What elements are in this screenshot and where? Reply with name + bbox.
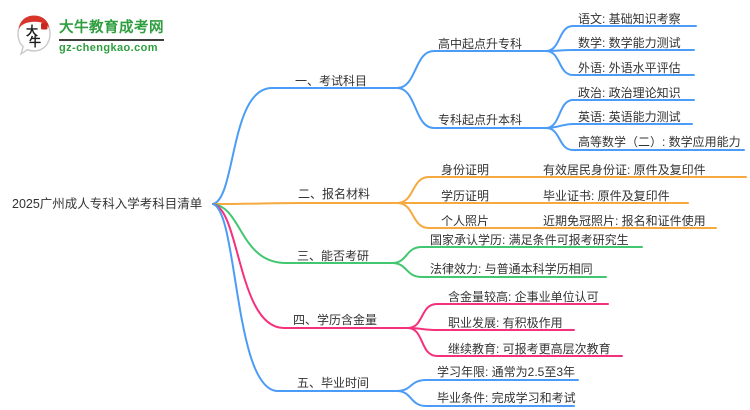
leaf-math[interactable]: 数学: 数学能力测试 (578, 36, 681, 50)
leaf-high-value[interactable]: 含金量较高: 企事业单位认可 (448, 290, 599, 304)
leaf-state-recognized[interactable]: 国家承认学历: 满足条件可报考研究生 (430, 233, 629, 247)
subtopic-education-proof[interactable]: 学历证明 (441, 189, 490, 203)
subtopic-identity-proof[interactable]: 身份证明 (441, 163, 490, 177)
leaf-career-development[interactable]: 职业发展: 有积极作用 (448, 316, 563, 330)
subtopic-highschool-to-college[interactable]: 高中起点升专科 (438, 37, 523, 51)
leaf-chinese[interactable]: 语文: 基础知识考察 (578, 12, 681, 26)
logo-bull-icon: 大 牛 (17, 15, 51, 56)
subtopic-personal-photo[interactable]: 个人照片 (441, 214, 490, 228)
leaf-photo[interactable]: 近期免冠照片: 报名和证件使用 (543, 214, 706, 228)
branch-topic-registration-materials[interactable]: 二、报名材料 (298, 187, 371, 201)
root-topic[interactable]: 2025广州成人专科入学考科目清单 (12, 197, 203, 211)
leaf-diploma[interactable]: 毕业证书: 原件及复印件 (543, 189, 670, 203)
branch-topic-graduation-time[interactable]: 五、毕业时间 (297, 376, 370, 390)
svg-text:大: 大 (26, 23, 38, 38)
leaf-foreign-language[interactable]: 外语: 外语水平评估 (578, 61, 681, 75)
leaf-legal-effect[interactable]: 法律效力: 与普通本科学历相同 (430, 262, 593, 276)
leaf-id-card[interactable]: 有效居民身份证: 原件及复印件 (543, 163, 706, 177)
leaf-graduation-requirements[interactable]: 毕业条件: 完成学习和考试 (437, 391, 576, 405)
branch-topic-exam-subjects[interactable]: 一、考试科目 (295, 74, 368, 88)
logo-site-name: 大牛教育成考网 (59, 20, 164, 36)
branch-topic-postgraduate-eligibility[interactable]: 三、能否考研 (297, 249, 370, 263)
leaf-continuing-education[interactable]: 继续教育: 可报考更高层次教育 (448, 342, 611, 356)
branch-topic-degree-value[interactable]: 四、学历含金量 (293, 313, 378, 327)
site-logo[interactable]: 大 牛 大牛教育成考网 gz-chengkao.com (16, 14, 164, 56)
logo-site-url: gz-chengkao.com (59, 39, 164, 54)
leaf-politics[interactable]: 政治: 政治理论知识 (578, 86, 681, 100)
leaf-study-duration[interactable]: 学习年限: 通常为2.5至3年 (437, 365, 576, 379)
subtopic-college-to-bachelor[interactable]: 专科起点升本科 (438, 113, 523, 127)
svg-text:牛: 牛 (29, 34, 41, 49)
leaf-english[interactable]: 英语: 英语能力测试 (578, 110, 681, 124)
leaf-advanced-math[interactable]: 高等数学（二）: 数学应用能力 (578, 135, 741, 149)
